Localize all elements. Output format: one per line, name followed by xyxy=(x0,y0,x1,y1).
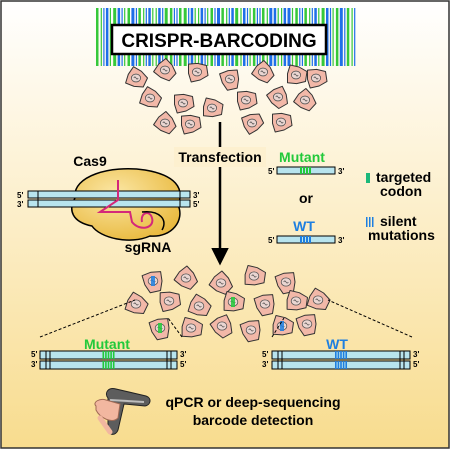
zoom-line-right-inner xyxy=(271,317,285,338)
cell-icon xyxy=(187,293,212,316)
wt-dna-5prime-top: 5' xyxy=(262,350,268,359)
cell-icon xyxy=(295,314,317,337)
cell-icon xyxy=(209,314,233,339)
wt-dna-3prime-bottom: 3' xyxy=(262,360,268,369)
cell-icon xyxy=(251,60,275,84)
cell-icon xyxy=(148,318,170,341)
cell-icon xyxy=(219,69,240,91)
mutant-donor xyxy=(276,166,336,175)
cell-icon xyxy=(286,290,308,311)
cell-icon xyxy=(287,64,308,85)
cell-cluster-top xyxy=(125,58,328,135)
cell-icon xyxy=(153,111,177,135)
mutant-donor-label: Mutant xyxy=(279,149,325,165)
mutant-edited-label: Mutant xyxy=(84,336,130,352)
silent-mutations-line2: mutations xyxy=(368,227,435,243)
cell-icon xyxy=(125,66,148,88)
cell-icon xyxy=(307,68,328,89)
cell-icon xyxy=(293,88,317,112)
silent-mutations-line1: silent xyxy=(380,213,417,229)
cell-icon xyxy=(274,272,296,295)
barcode-bar xyxy=(109,8,111,66)
barcode-bar xyxy=(346,8,350,66)
barcode-scanner-icon xyxy=(94,388,151,435)
mutant-dna-5prime-bottom: 5' xyxy=(180,360,186,369)
cell-icon xyxy=(306,287,331,310)
zoom-line-left-inner xyxy=(167,317,183,338)
cell-icon xyxy=(203,97,224,118)
cell-icon xyxy=(237,90,258,111)
cell-icon xyxy=(239,320,261,343)
cas9-dna-3prime-bottom: 3' xyxy=(17,200,23,209)
cell-icon xyxy=(188,62,209,83)
cell-icon xyxy=(272,315,294,336)
transfection-label-bg xyxy=(174,147,266,167)
cas9-dna-5prime-top: 5' xyxy=(17,191,23,200)
targeted-codon-line1: targeted xyxy=(376,169,431,185)
cas9-dna-3prime-top: 3' xyxy=(193,191,199,200)
cell-icon xyxy=(272,112,293,133)
barcode-bar xyxy=(329,8,332,66)
wt-donor-label: WT xyxy=(293,218,315,234)
barcode-bar xyxy=(339,8,343,66)
cell-icon xyxy=(173,265,198,290)
wt-donor-5prime: 5' xyxy=(268,236,274,245)
barcode-bar xyxy=(332,8,334,66)
zoom-line-left-outer xyxy=(39,299,136,338)
barcode-bar xyxy=(354,8,356,66)
title-box xyxy=(110,23,328,56)
detection-line1: qPCR or deep-sequencing xyxy=(165,394,340,410)
mutant-dna-5prime-top: 5' xyxy=(31,350,37,359)
targeted-codon-line2: codon xyxy=(380,183,422,199)
barcode-bar xyxy=(103,8,105,66)
cas9-dna-5prime-bottom: 5' xyxy=(193,200,199,209)
cell-icon xyxy=(153,58,177,82)
barcode-bar xyxy=(96,8,99,66)
cell-icon xyxy=(174,93,195,114)
cell-icon xyxy=(241,113,265,135)
sgrna-scaffold xyxy=(141,211,165,231)
transfection-label: Transfection xyxy=(178,149,261,165)
mutant-donor-3prime: 3' xyxy=(338,167,344,176)
wt-dna-5prime-bottom: 5' xyxy=(413,360,419,369)
barcode-bar xyxy=(105,8,109,66)
cell-icon xyxy=(266,85,288,109)
cell-icon xyxy=(159,291,181,312)
zoom-line-right-outer xyxy=(327,299,413,338)
wt-edited-label: WT xyxy=(326,336,348,352)
cell-icon xyxy=(181,114,202,135)
mutant-edited-dna xyxy=(39,350,178,370)
wt-edited-dna xyxy=(271,350,411,370)
barcode-bar xyxy=(344,8,346,66)
cell-icon xyxy=(208,270,233,295)
barcode-bar xyxy=(335,8,339,66)
title: CRISPR-BARCODING xyxy=(121,31,316,52)
or-label: or xyxy=(299,190,314,206)
cell-icon xyxy=(124,291,149,314)
sgrna-label: sgRNA xyxy=(125,239,172,255)
barcode-bar xyxy=(100,8,102,66)
wt-donor xyxy=(276,235,336,244)
sgrna-strand xyxy=(96,180,154,229)
barcode-bar xyxy=(351,8,353,66)
cell-icon xyxy=(253,294,275,317)
targeted-codon-icon xyxy=(366,173,370,183)
mutant-dna-3prime-top: 3' xyxy=(180,350,186,359)
wt-donor-3prime: 3' xyxy=(338,236,344,245)
mutant-donor-5prime: 5' xyxy=(268,167,274,176)
cas9-label: Cas9 xyxy=(73,153,107,169)
cell-icon xyxy=(244,265,266,286)
detection-line2: barcode detection xyxy=(193,412,314,428)
silent-mutations-icon xyxy=(366,217,374,227)
cell-icon xyxy=(223,291,245,312)
mutant-dna-3prime-bottom: 3' xyxy=(31,360,37,369)
cell-icon xyxy=(139,86,162,108)
cell-icon xyxy=(141,271,163,294)
cell-icon xyxy=(181,317,203,338)
wt-dna-3prime-top: 3' xyxy=(413,350,419,359)
cell-cluster-bottom xyxy=(124,265,331,343)
